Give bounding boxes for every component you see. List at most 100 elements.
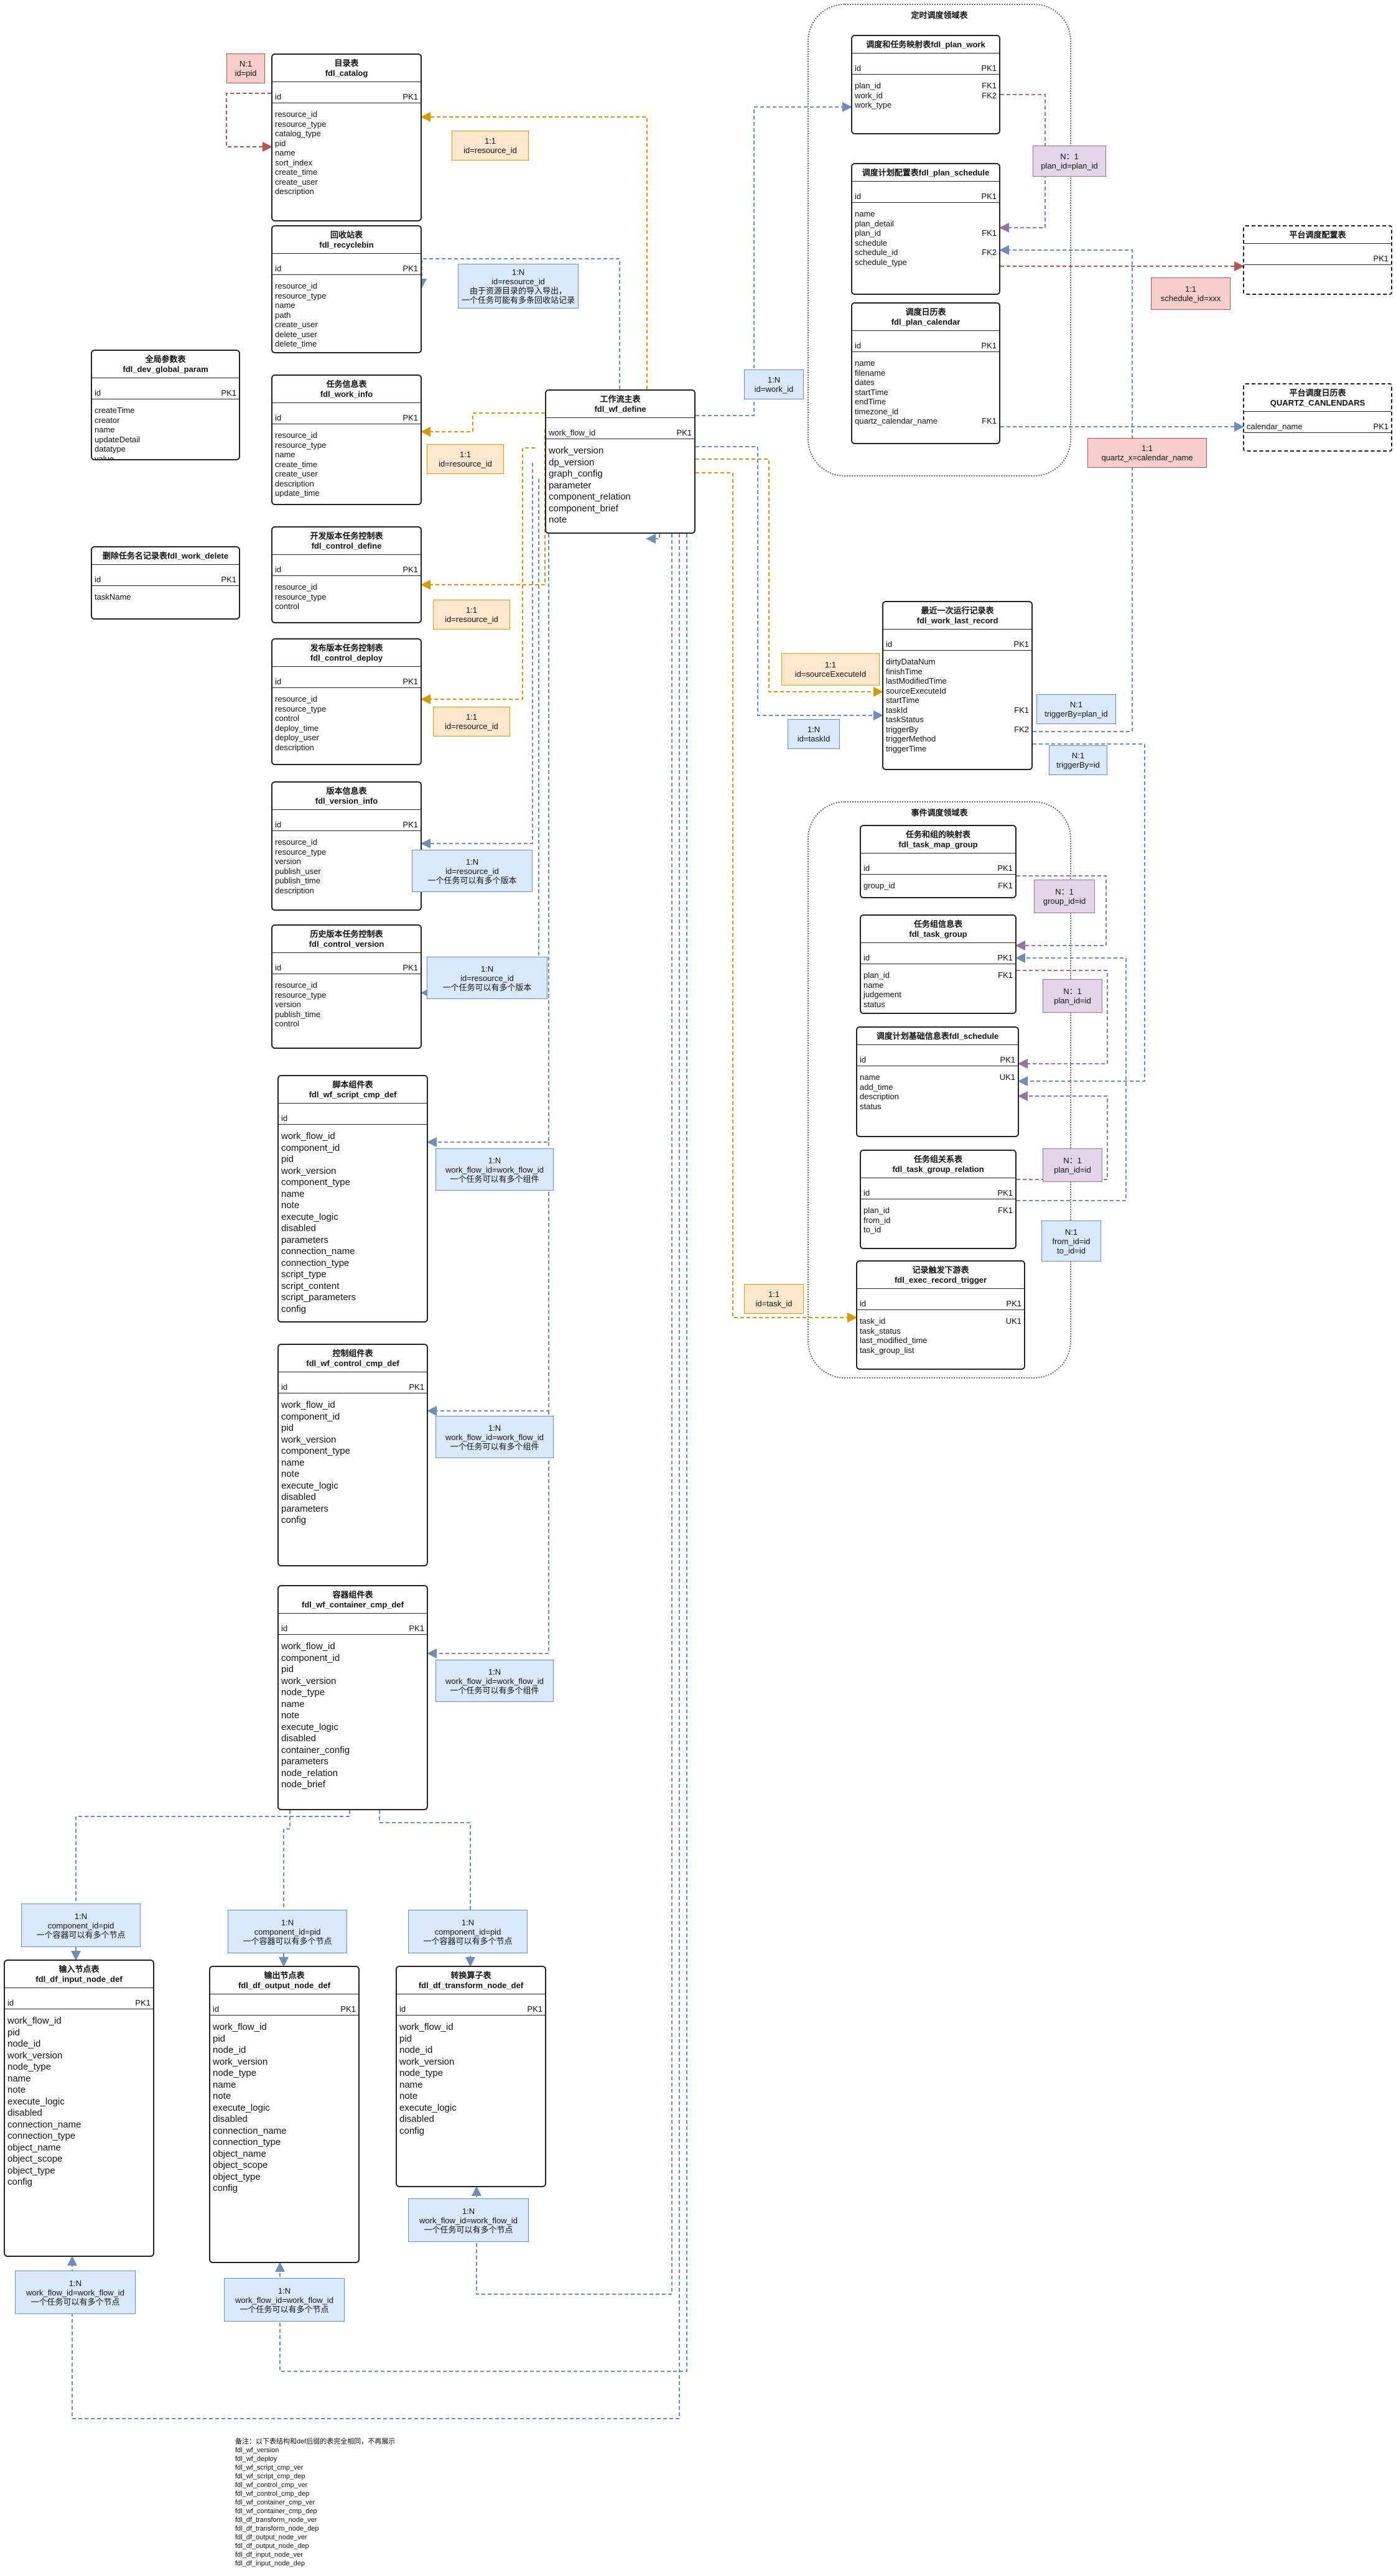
- field-row: config: [7, 2177, 151, 2188]
- relation-label-line: 1:1: [465, 605, 478, 615]
- field-row: dp_version: [549, 457, 692, 469]
- field-name: disabled: [213, 2114, 248, 2124]
- field-row: finishTime: [886, 667, 1029, 677]
- table-subtitle: fdl_wf_define: [594, 404, 646, 414]
- field-row: work_version: [399, 2057, 542, 2068]
- field-row: resource_id: [275, 980, 418, 990]
- field-row: note: [7, 2085, 151, 2096]
- table-title: 调度计划配置表fdl_plan_schedule: [862, 168, 990, 177]
- field-key: FK1: [982, 81, 997, 90]
- field-name: description: [860, 1092, 899, 1101]
- field-name: taskName: [95, 592, 131, 602]
- pk-key: PK1: [997, 953, 1013, 962]
- field-row: work_version: [281, 1166, 424, 1178]
- relation-label-line: 一个任务可以有多个组件: [450, 1441, 539, 1451]
- field-name: component_id: [281, 1142, 340, 1153]
- field-name: resource_id: [275, 582, 317, 592]
- field-name: task_group_list: [860, 1345, 914, 1355]
- table-subtitle: fdl_wf_container_cmp_def: [302, 1600, 404, 1609]
- table-title: 发布版本任务控制表: [310, 643, 383, 653]
- field-row: name: [855, 358, 997, 368]
- field-key: FK1: [998, 881, 1013, 890]
- field-row: deploy_user: [275, 733, 418, 743]
- field-name: sourceExecuteId: [886, 686, 946, 695]
- field-row: execute_logic: [7, 2096, 151, 2108]
- field-row: version: [275, 857, 418, 867]
- footnote-item: fdl_df_transform_node_ver: [235, 2516, 317, 2524]
- field-row: status: [863, 1000, 1013, 1010]
- table-title: 版本信息表: [326, 786, 367, 796]
- field-name: disabled: [281, 1223, 316, 1234]
- field-name: name: [855, 209, 875, 218]
- footnote-item: fdl_wf_container_cmp_ver: [235, 2499, 315, 2506]
- field-name: timezone_id: [855, 406, 899, 416]
- field-row: lastModifiedTime: [886, 676, 1029, 686]
- field-row: work_version: [281, 1676, 424, 1688]
- relation-label-line: work_flow_id=work_flow_id: [445, 1676, 544, 1686]
- relation-line-orange: [421, 447, 535, 704]
- field-name: control: [275, 714, 300, 723]
- field-name: updateDetail: [95, 434, 140, 444]
- field-row: note: [213, 2091, 356, 2103]
- field-row: component_id: [281, 1653, 424, 1665]
- field-name: parameter: [549, 480, 592, 491]
- field-name: pid: [399, 2033, 412, 2044]
- relation-label-line: 1:N: [767, 375, 781, 384]
- relation-label-line: id=resource_id: [445, 866, 499, 876]
- relation-label-line: id=taskId: [797, 734, 831, 743]
- table-subtitle: fdl_task_map_group: [898, 840, 978, 849]
- relation-label-line: N：1: [1055, 887, 1074, 896]
- field-row: status: [860, 1102, 1015, 1112]
- field-key: FK1: [982, 228, 997, 238]
- pk-key: PK1: [403, 92, 418, 101]
- field-name: plan_id: [863, 970, 890, 980]
- field-name: pid: [7, 2027, 21, 2038]
- relation-label-line: id=sourceExecuteId: [794, 669, 867, 679]
- field-name: value: [95, 453, 114, 460]
- table-title: 输入节点表: [58, 1965, 100, 1974]
- field-key: UK1: [1005, 1316, 1021, 1326]
- relation-line-blue: [417, 258, 620, 389]
- relation-label-line: 一个容器可以有多个节点: [36, 1930, 126, 1940]
- relation-label-line: work_flow_id=work_flow_id: [445, 1432, 544, 1442]
- field-list: [1244, 265, 1391, 272]
- field-row: create_user: [275, 469, 418, 479]
- footnote-item: fdl_wf_control_cmp_ver: [235, 2481, 308, 2489]
- field-row: config: [399, 2126, 542, 2137]
- field-name: node_type: [7, 2062, 52, 2072]
- group-event-schedule: 事件调度领域表: [807, 801, 1071, 1379]
- field-row: resource_type: [275, 990, 418, 1000]
- field-row: parameters: [281, 1235, 424, 1247]
- primary-key-row: id: [279, 1112, 427, 1125]
- footnote-item: fdl_wf_script_cmp_ver: [235, 2464, 304, 2471]
- relation-label-line: from_id=id: [1052, 1236, 1091, 1246]
- field-row: connection_type: [213, 2137, 356, 2149]
